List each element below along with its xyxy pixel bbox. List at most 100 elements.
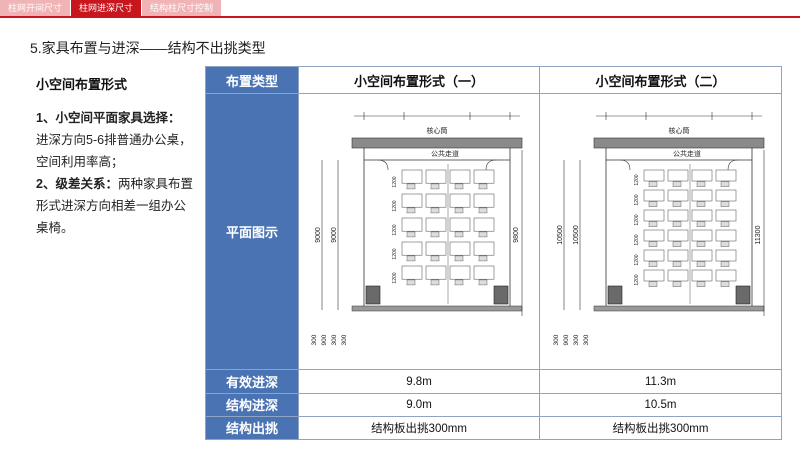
desk-dimension-label: 1200 [634,254,640,265]
effective-depth-dimension: 11300 [755,225,762,244]
structural-depth-2: 10.5m [539,392,782,417]
office-chair [672,181,681,187]
office-chair [720,241,729,247]
tab-column-bay-depth[interactable]: 柱网进深尺寸 [71,0,142,16]
row-header-cantilever: 结构出挑 [205,415,299,441]
office-chair [454,183,464,189]
office-desk [425,241,447,256]
office-chair [430,255,440,261]
office-desk [667,229,688,242]
office-desk [667,169,688,182]
cantilever-2: 结构板出挑300mm [539,415,782,441]
office-desk [715,189,736,202]
desk-dimension-label: 1200 [392,248,398,259]
office-desk [473,169,495,184]
effective-depth-1: 9.8m [298,369,540,394]
office-chair [430,231,440,237]
structural-depth-dimension: 10500 [557,225,564,245]
office-chair [454,255,464,261]
office-chair [406,231,416,237]
point-2-text: 两种家具布置形式进深方向相差一组办公桌椅。 [36,177,193,235]
office-chair [696,241,705,247]
tab-column-bay-width[interactable]: 柱网开间尺寸 [0,0,71,16]
column-right [493,285,509,305]
office-desk [667,209,688,222]
office-chair [720,281,729,287]
office-chair [430,207,440,213]
office-chair [648,181,657,187]
office-chair [696,221,705,227]
office-desk [691,249,712,262]
desk-dimension-label: 1200 [392,200,398,211]
office-chair [696,201,705,207]
slab-edge [351,305,523,312]
desk-dimension-label: 1200 [392,272,398,283]
row-header-effective-depth: 有效进深 [205,369,299,394]
office-desk [715,229,736,242]
corridor-label: 公共走道 [673,149,701,158]
office-desk [449,193,471,208]
office-desk [401,193,423,208]
office-desk [643,169,664,182]
bottom-dimension-label: 300 [331,334,338,345]
cantilever-1: 结构板出挑300mm [298,415,540,441]
office-desk [715,209,736,222]
office-desk [425,217,447,232]
left-description: 小空间布置形式 1、小空间平面家具选择：进深方向5-6排普通办公桌，空间利用率高… [36,74,196,239]
tab-underline [0,16,800,18]
office-desk [473,265,495,280]
office-desk [643,189,664,202]
office-desk [449,169,471,184]
office-chair [478,231,488,237]
office-desk [449,265,471,280]
bottom-dimension-label: 300 [573,334,580,345]
point-1-title: 1、小空间平面家具选择： [36,111,181,125]
column-left [607,285,622,305]
office-desk [667,249,688,262]
column-right [735,285,750,305]
tab-column-size-control[interactable]: 结构柱尺寸控制 [142,0,222,16]
office-desk [715,169,736,182]
office-desk [473,241,495,256]
office-chair [430,183,440,189]
office-desk [425,169,447,184]
office-chair [478,183,488,189]
bottom-dimension-label: 900 [321,334,328,345]
office-chair [454,231,464,237]
office-chair [648,261,657,267]
office-desk [643,269,664,282]
desk-dimension-label: 1200 [634,194,640,205]
office-chair [430,279,440,285]
desk-dimension-label: 1200 [634,234,640,245]
left-heading: 小空间布置形式 [36,77,128,92]
office-chair [672,281,681,287]
desk-dimension-label: 1200 [634,174,640,185]
corner-header: 布置类型 [205,65,299,95]
office-desk [643,249,664,262]
office-chair [720,181,729,187]
office-chair [406,207,416,213]
office-desk [449,217,471,232]
office-desk [425,265,447,280]
office-desk [667,269,688,282]
office-chair [672,261,681,267]
top-tab-bar: 柱网开间尺寸 柱网进深尺寸 结构柱尺寸控制 [0,0,800,16]
office-chair [406,255,416,261]
desk-dimension-label: 1200 [392,176,398,187]
bottom-dimension-label: 300 [553,334,560,345]
office-desk [715,269,736,282]
office-chair [648,201,657,207]
office-desk [643,209,664,222]
office-chair [406,279,416,285]
office-desk [425,193,447,208]
office-chair [720,261,729,267]
effective-depth-dimension: 9800 [513,227,520,243]
office-chair [720,201,729,207]
desk-dimension-label: 1200 [634,214,640,225]
office-desk [473,217,495,232]
bottom-dimension-label: 900 [563,334,570,345]
office-desk [691,269,712,282]
